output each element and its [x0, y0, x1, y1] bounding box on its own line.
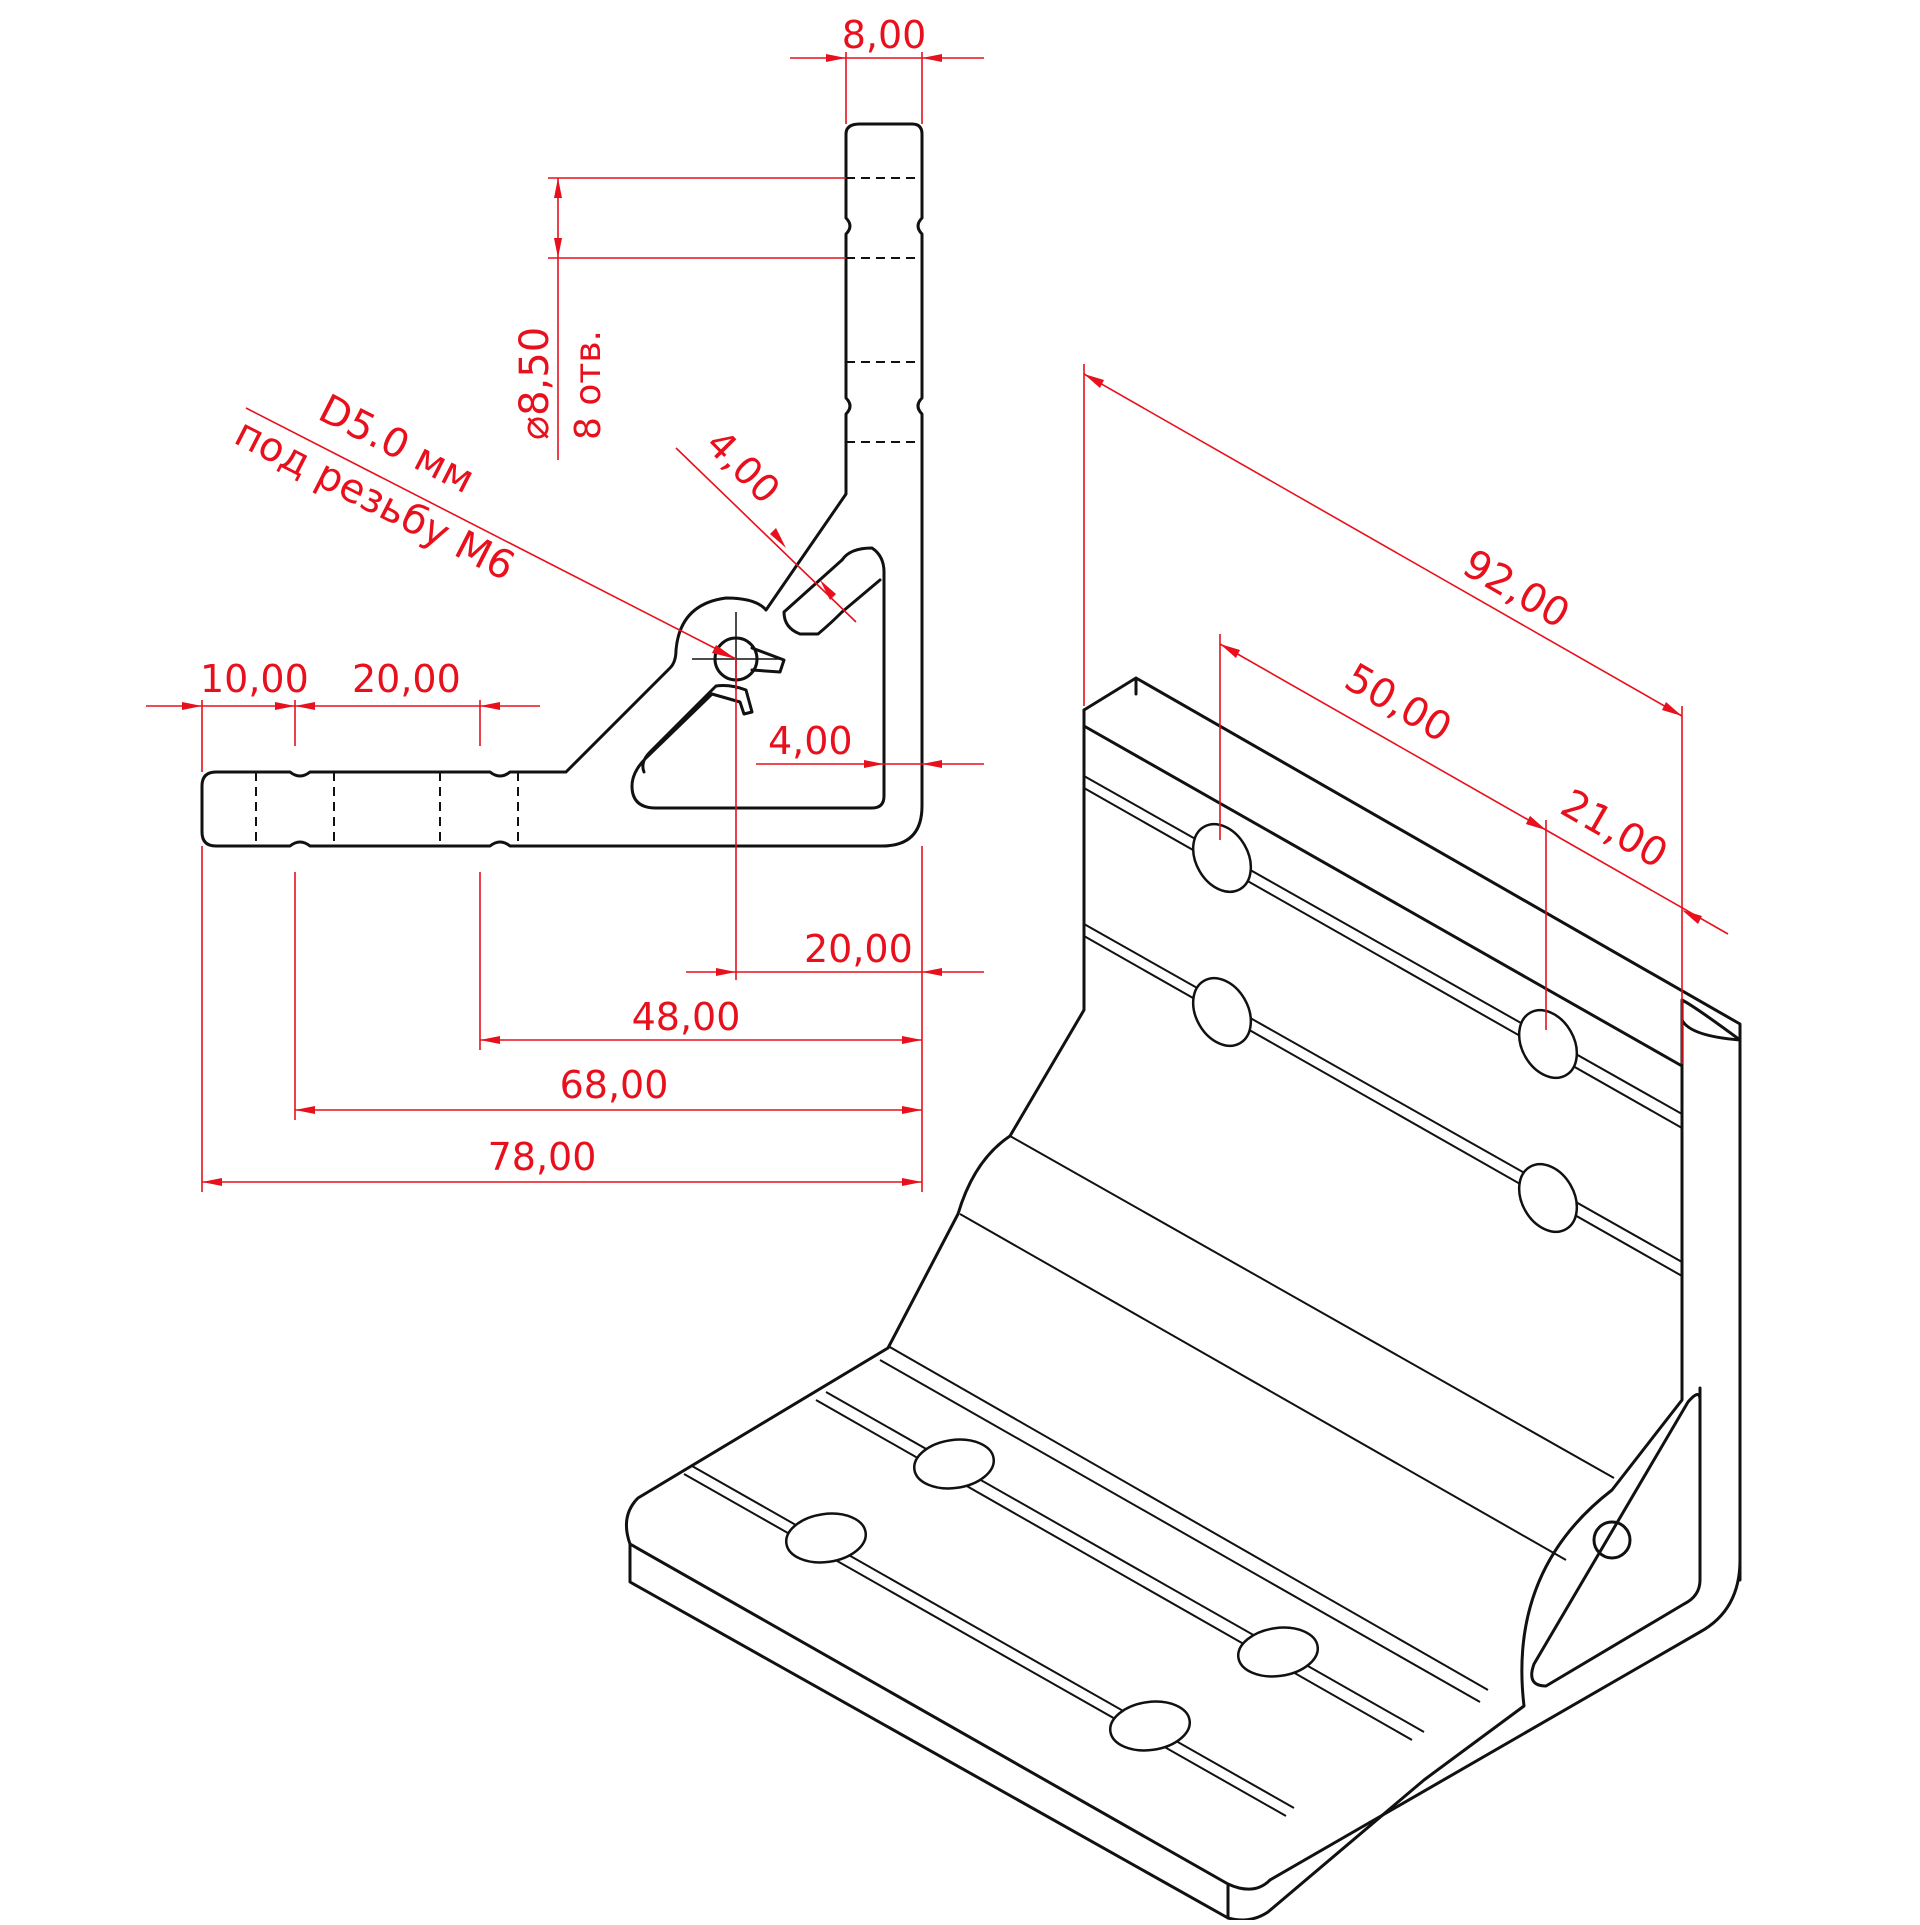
dim-first-pitch: 10,00	[200, 657, 309, 701]
iso-hole	[1236, 1626, 1320, 1678]
isometric-view	[624, 676, 1742, 1922]
iso-vertical-plate	[624, 708, 1742, 1922]
arrow-head	[902, 1036, 922, 1044]
arrow-head	[902, 1106, 922, 1114]
arrow-head	[1526, 816, 1546, 830]
arrow-head	[1084, 374, 1104, 388]
dim-68: 68,00	[560, 1063, 669, 1107]
profile-cavity	[630, 546, 886, 810]
arrow-head	[922, 968, 942, 976]
iso-hole	[1517, 1162, 1579, 1234]
arrow-head	[295, 702, 315, 710]
dim-inner-wall: 4,00	[768, 719, 853, 763]
iso-top-edge	[1082, 676, 1742, 1068]
iso-slot	[1083, 775, 1683, 1129]
dim-total-length: 92,00	[1455, 541, 1577, 638]
iso-hole	[784, 1512, 868, 1564]
leader-line	[245, 407, 737, 660]
iso-slot	[1083, 923, 1683, 1277]
arrow-head	[1220, 644, 1240, 658]
profile-cavity-diag	[782, 558, 882, 636]
screw-channel-slot	[750, 646, 786, 674]
arrow-head	[716, 968, 736, 976]
iso-screw-channel	[1592, 1520, 1632, 1560]
arrow-head	[182, 702, 202, 710]
iso-hole	[912, 1438, 996, 1490]
dim-hole-count: 8 отв.	[568, 330, 609, 440]
dim-length-50: 50,00	[1337, 655, 1459, 752]
arrow-head	[295, 1106, 315, 1114]
arrow-head	[1662, 702, 1682, 716]
arrow-head	[202, 1178, 222, 1186]
arrow-head	[770, 528, 786, 548]
dim-diagonal-wall: 4,00	[698, 421, 789, 512]
iso-hole	[1191, 976, 1253, 1048]
profile-outline	[200, 122, 924, 848]
dim-line	[1083, 373, 1683, 717]
iso-slot	[815, 1391, 1425, 1741]
profile-dimensions: 8,00 ⌀8,50 8 отв. 4,00 D5.0 мм под резьб…	[146, 13, 984, 1192]
arrow-head	[826, 54, 846, 62]
iso-base-front	[628, 1542, 1272, 1920]
profile-view	[200, 122, 924, 848]
dim-length-21: 21,00	[1553, 781, 1675, 878]
dim-thickness-top: 8,00	[842, 13, 927, 57]
arrow-head	[922, 760, 942, 768]
iso-end-face	[1268, 1038, 1742, 1882]
arrow-head	[554, 178, 562, 198]
arrow-head	[1682, 910, 1702, 924]
arrow-head	[554, 238, 562, 258]
dim-48: 48,00	[632, 995, 741, 1039]
dim-78: 78,00	[488, 1135, 597, 1179]
dim-center-offset: 20,00	[804, 927, 913, 971]
arrow-head	[712, 645, 736, 659]
iso-hole	[1517, 1008, 1579, 1080]
arrow-head	[864, 760, 884, 768]
arrow-head	[820, 580, 836, 600]
arrow-head	[275, 702, 295, 710]
arrow-head	[922, 54, 942, 62]
arrow-head	[902, 1178, 922, 1186]
iso-hole	[1191, 822, 1253, 894]
iso-hole	[1108, 1700, 1192, 1752]
dim-second-pitch: 20,00	[352, 657, 461, 701]
arrow-head	[480, 1036, 500, 1044]
dim-line	[1219, 643, 1547, 831]
iso-slot	[683, 1465, 1295, 1817]
iso-fillet	[879, 1135, 1615, 1703]
dim-line	[675, 447, 857, 623]
dim-hole-diameter: ⌀8,50	[512, 327, 558, 440]
arrow-head	[480, 702, 500, 710]
